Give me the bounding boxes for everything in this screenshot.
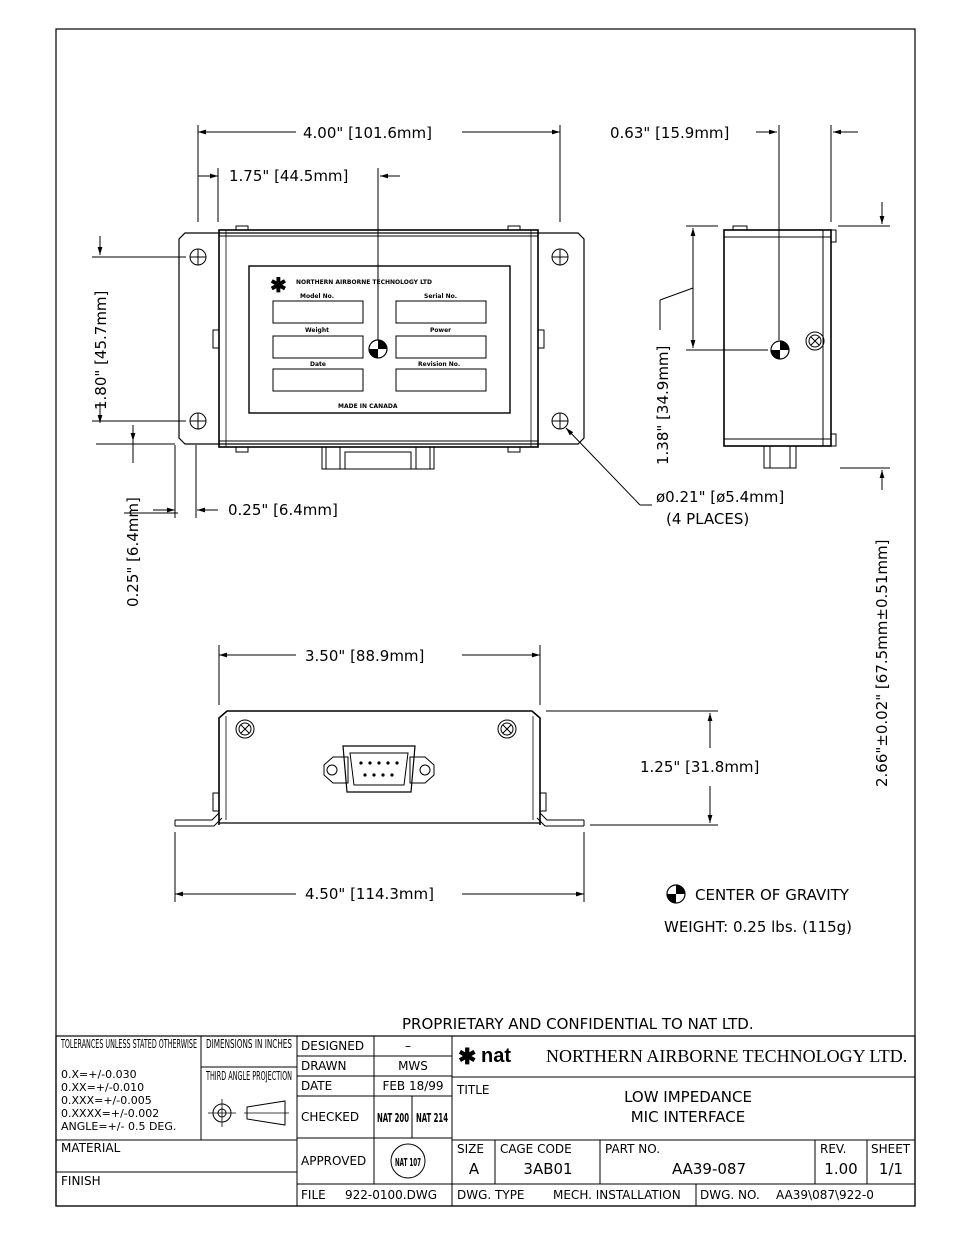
label-field-6: Revision No. [418,361,460,368]
screw-icon [805,331,825,351]
mounting-hole-icon [189,248,207,266]
nat-asterisk-icon: ✱ [270,275,287,297]
nat-logo-asterisk-icon: ✱ [458,1044,476,1069]
db9-connector-icon [323,745,435,793]
tb-finish-label: FINISH [61,1174,101,1188]
mounting-hole-icon [551,412,569,430]
tb-approved-label: APPROVED [301,1154,366,1168]
tb-size-value: A [469,1160,480,1178]
tb-rev-value: 1.00 [824,1160,857,1178]
center-of-gravity-icon [368,339,388,359]
legend: CENTER OF GRAVITY WEIGHT: 0.25 lbs. (115… [664,884,852,936]
tb-dimensions-unit: DIMENSIONS IN INCHES [206,1037,292,1051]
tb-checked-label: CHECKED [301,1110,359,1124]
tb-checked-2: NAT 214 [416,1111,448,1125]
tb-rev-label: REV. [820,1142,846,1156]
mounting-hole-icon [189,412,207,430]
legend-cog: CENTER OF GRAVITY [695,886,850,904]
dim-front-width: 3.50" [88.9mm] [305,647,424,665]
screw-icon [235,719,255,739]
tb-tolerance-1: 0.X=+/-0.030 [61,1068,137,1081]
screw-icon [497,719,517,739]
tb-dwg-type-value: MECH. INSTALLATION [553,1188,681,1202]
tb-title-line1: LOW IMPEDANCE [624,1088,752,1106]
label-plate [248,265,511,414]
center-of-gravity-icon [666,884,686,904]
center-of-gravity-icon [770,340,790,360]
label-plate-company: NORTHERN AIRBORNE TECHNOLOGY LTD [296,279,432,286]
tb-designed-value: – [405,1039,411,1053]
tb-cage-label: CAGE CODE [500,1142,572,1156]
dim-top-width: 4.00" [101.6mm] [303,124,432,142]
label-field-3: Weight [305,327,329,334]
side-view-dimensions: 0.63" [15.9mm] 1.38" [34.9mm] 2.66"±0.02… [610,124,891,787]
tb-projection: THIRD ANGLE PROJECTION [205,1069,292,1083]
tb-company-logo: nat [481,1045,511,1067]
tb-checked-1: NAT 200 [377,1111,409,1125]
front-view-body [218,710,541,825]
top-view-flange [178,232,585,445]
tb-company-name: NORTHERN AIRBORNE TECHNOLOGY LTD. [546,1046,907,1066]
side-view [723,225,837,469]
side-view-body [723,229,832,447]
tb-tolerance-4: 0.XXXX=+/-0.002 [61,1107,159,1120]
dim-hole-places: (4 PLACES) [666,510,749,528]
dim-side-height: 1.38" [34.9mm] [654,346,672,465]
approval-stamp-icon [390,1143,426,1179]
dim-overall-height: 2.66"±0.02" [67.5mm±0.51mm] [873,540,891,787]
third-angle-projection-icon [208,1099,289,1127]
label-field-4: Power [430,327,451,334]
proprietary-notice: PROPRIETARY AND CONFIDENTIAL TO NAT LTD. [402,1015,754,1033]
tb-drawn-value: MWS [398,1059,428,1073]
tb-tolerance-3: 0.XXX=+/-0.005 [61,1094,152,1107]
dim-flange-y: 0.25" [6.4mm] [124,497,142,607]
dim-flange-width: 4.50" [114.3mm] [305,885,434,903]
tb-cage-value: 3AB01 [523,1160,572,1178]
tb-drawn-label: DRAWN [301,1059,347,1073]
dim-hole-dia: ø0.21" [ø5.4mm] [656,488,784,506]
front-view [174,710,585,827]
dim-hole-spacing-y: 1.80" [45.7mm] [92,291,110,410]
tb-title-line2: MIC INTERFACE [631,1108,746,1126]
tb-approved-value: NAT 107 [395,1156,421,1169]
tb-dwg-no-label: DWG. NO. [700,1188,760,1202]
dim-flange-x: 0.25" [6.4mm] [228,501,338,519]
tb-date-label: DATE [301,1079,332,1093]
tb-title-label: TITLE [456,1083,489,1097]
tb-tolerance-2: 0.XX=+/-0.010 [61,1081,144,1094]
tb-size-label: SIZE [457,1142,484,1156]
tb-dwg-type-label: DWG. TYPE [457,1188,525,1202]
tb-part-label: PART NO. [605,1142,660,1156]
label-field-1: Model No. [300,293,334,300]
title-block: TOLERANCES UNLESS STATED OTHERWISE 0.X=+… [55,1035,916,1207]
tb-date-value: FEB 18/99 [382,1079,443,1093]
tb-tolerance-5: ANGLE=+/- 0.5 DEG. [61,1120,176,1133]
tb-part-value: AA39-087 [672,1160,746,1178]
tb-sheet-label: SHEET [871,1142,911,1156]
front-view-dimensions: 3.50" [88.9mm] 1.25" [31.8mm] 4.50" [114… [174,645,759,903]
label-made-in: MADE IN CANADA [338,403,398,410]
tb-sheet-value: 1/1 [879,1160,903,1178]
tb-material-label: MATERIAL [61,1141,121,1155]
dim-front-height: 1.25" [31.8mm] [640,758,759,776]
tb-designed-label: DESIGNED [301,1039,364,1053]
top-view-dimensions: 4.00" [101.6mm] 1.75" [44.5mm] 1.80" [45… [92,124,784,607]
legend-weight: WEIGHT: 0.25 lbs. (115g) [664,918,852,936]
label-field-2: Serial No. [424,293,457,300]
dim-side-depth: 0.63" [15.9mm] [610,124,729,142]
top-view: ✱ NORTHERN AIRBORNE TECHNOLOGY LTD Model… [178,225,585,470]
mounting-hole-icon [551,248,569,266]
dim-hole-offset-x: 1.75" [44.5mm] [229,167,348,185]
tb-tolerances-header: TOLERANCES UNLESS STATED OTHERWISE [60,1037,197,1051]
tb-file-value: 922-0100.DWG [345,1188,437,1202]
tb-file-label: FILE [301,1188,326,1202]
tb-dwg-no-value: AA39\087\922-0 [776,1188,874,1202]
label-field-5: Date [310,361,326,368]
